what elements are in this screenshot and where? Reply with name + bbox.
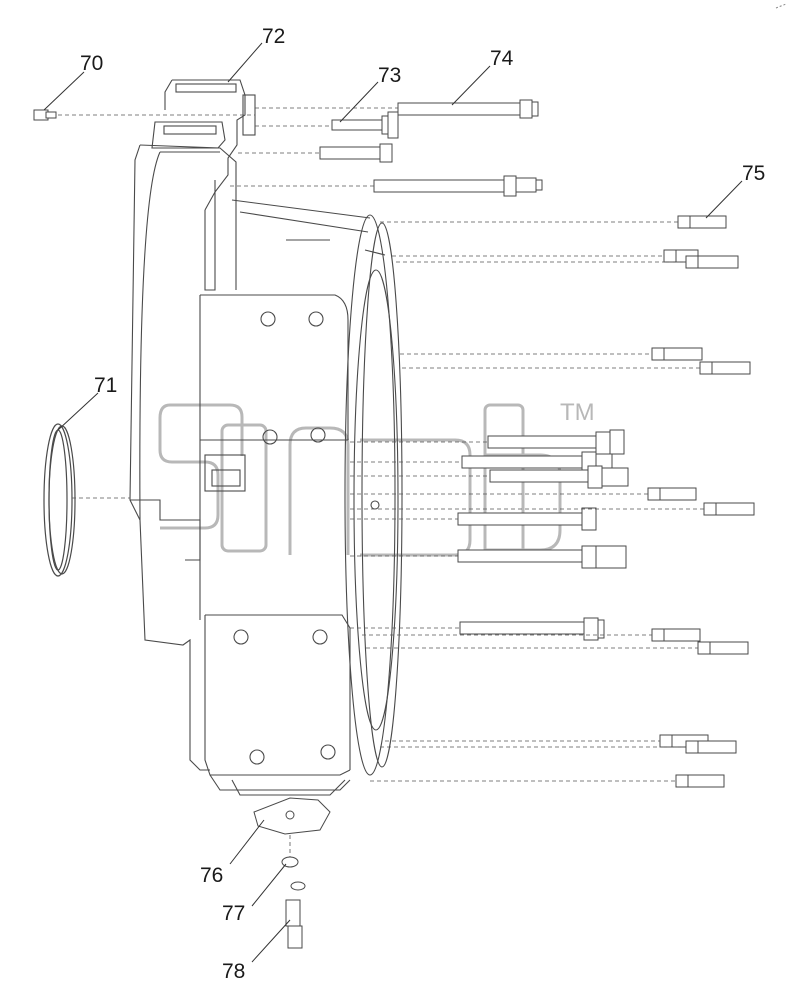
part-70-sensor [33,109,57,121]
leader-lines [43,42,743,963]
callout-70: 70 [80,52,103,75]
projection-lines [58,107,704,857]
corner-mark [775,3,787,9]
callout-71: 71 [94,374,117,397]
watermark-tm: TM [560,399,595,426]
flywheel-housing [129,79,403,796]
callout-77: 77 [222,902,245,925]
part-71-seal-ring [43,423,76,577]
callout-76: 76 [200,864,223,887]
bottom-parts [253,797,331,949]
callout-75: 75 [742,162,765,185]
callout-labels: 70 71 72 73 74 75 76 77 78 [80,25,765,983]
callout-73: 73 [378,64,401,87]
right-bolts [647,215,755,788]
callout-74: 74 [490,47,514,70]
callout-72: 72 [262,25,285,48]
callout-78: 78 [222,960,245,983]
upper-bolts [319,99,543,197]
